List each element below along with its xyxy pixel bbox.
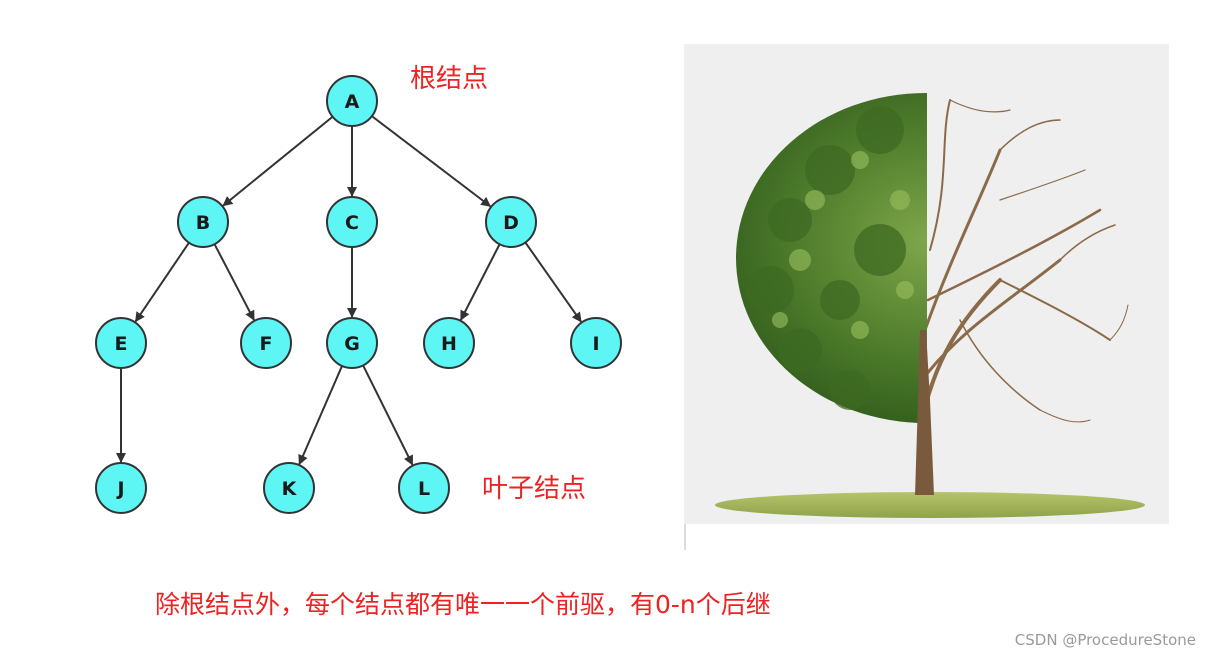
node-label: F bbox=[260, 333, 273, 355]
edge-g-l bbox=[362, 364, 414, 466]
node-circle bbox=[570, 317, 622, 369]
tree-illustration bbox=[684, 44, 1169, 550]
edge-b-f bbox=[213, 243, 255, 321]
node-circle bbox=[398, 462, 450, 514]
node-circle bbox=[423, 317, 475, 369]
edge-d-i bbox=[524, 241, 582, 323]
tree-node-l: L bbox=[398, 462, 450, 514]
node-circle bbox=[177, 196, 229, 248]
green-foliage-half bbox=[736, 93, 927, 423]
node-circle bbox=[326, 75, 378, 127]
node-circle bbox=[95, 317, 147, 369]
tree-node-f: F bbox=[240, 317, 292, 369]
node-label: J bbox=[115, 478, 124, 500]
node-label: L bbox=[418, 478, 430, 500]
node-circle bbox=[326, 196, 378, 248]
edge-g-k bbox=[298, 365, 343, 466]
node-circle bbox=[326, 317, 378, 369]
tree-nodes: A B C D E F G H I J K L bbox=[95, 75, 622, 514]
tree-node-k: K bbox=[263, 462, 315, 514]
edge-b-e bbox=[134, 242, 190, 323]
tree-node-e: E bbox=[95, 317, 147, 369]
node-label: C bbox=[345, 212, 359, 234]
tree-node-h: H bbox=[423, 317, 475, 369]
edge-a-d bbox=[371, 115, 492, 208]
node-label: D bbox=[503, 212, 519, 234]
node-circle bbox=[485, 196, 537, 248]
csdn-watermark: CSDN @ProcedureStone bbox=[1015, 631, 1196, 649]
node-label: K bbox=[282, 478, 298, 500]
node-label: A bbox=[345, 91, 360, 113]
node-label: E bbox=[115, 333, 128, 355]
node-label: H bbox=[441, 333, 457, 355]
tree-node-d: D bbox=[485, 196, 537, 248]
tree-property-caption: 除根结点外，每个结点都有唯一一个前驱，有0-n个后继 bbox=[155, 590, 771, 619]
node-circle bbox=[240, 317, 292, 369]
node-label: B bbox=[196, 212, 210, 234]
tree-trunk bbox=[915, 330, 934, 495]
tree-node-c: C bbox=[326, 196, 378, 248]
node-label: G bbox=[344, 333, 360, 355]
tree-node-i: I bbox=[570, 317, 622, 369]
node-circle bbox=[263, 462, 315, 514]
tree-edges bbox=[116, 115, 582, 466]
tree-node-g: G bbox=[326, 317, 378, 369]
edge-a-b bbox=[222, 115, 334, 207]
tree-node-b: B bbox=[177, 196, 229, 248]
root-node-annotation: 根结点 bbox=[410, 64, 488, 94]
tree-node-a: A bbox=[326, 75, 378, 127]
node-circle bbox=[95, 462, 147, 514]
leaf-node-annotation: 叶子结点 bbox=[482, 474, 586, 504]
node-label: I bbox=[592, 333, 599, 355]
edge-d-h bbox=[459, 243, 501, 321]
tree-node-j: J bbox=[95, 462, 147, 514]
grass-ground bbox=[715, 492, 1145, 518]
